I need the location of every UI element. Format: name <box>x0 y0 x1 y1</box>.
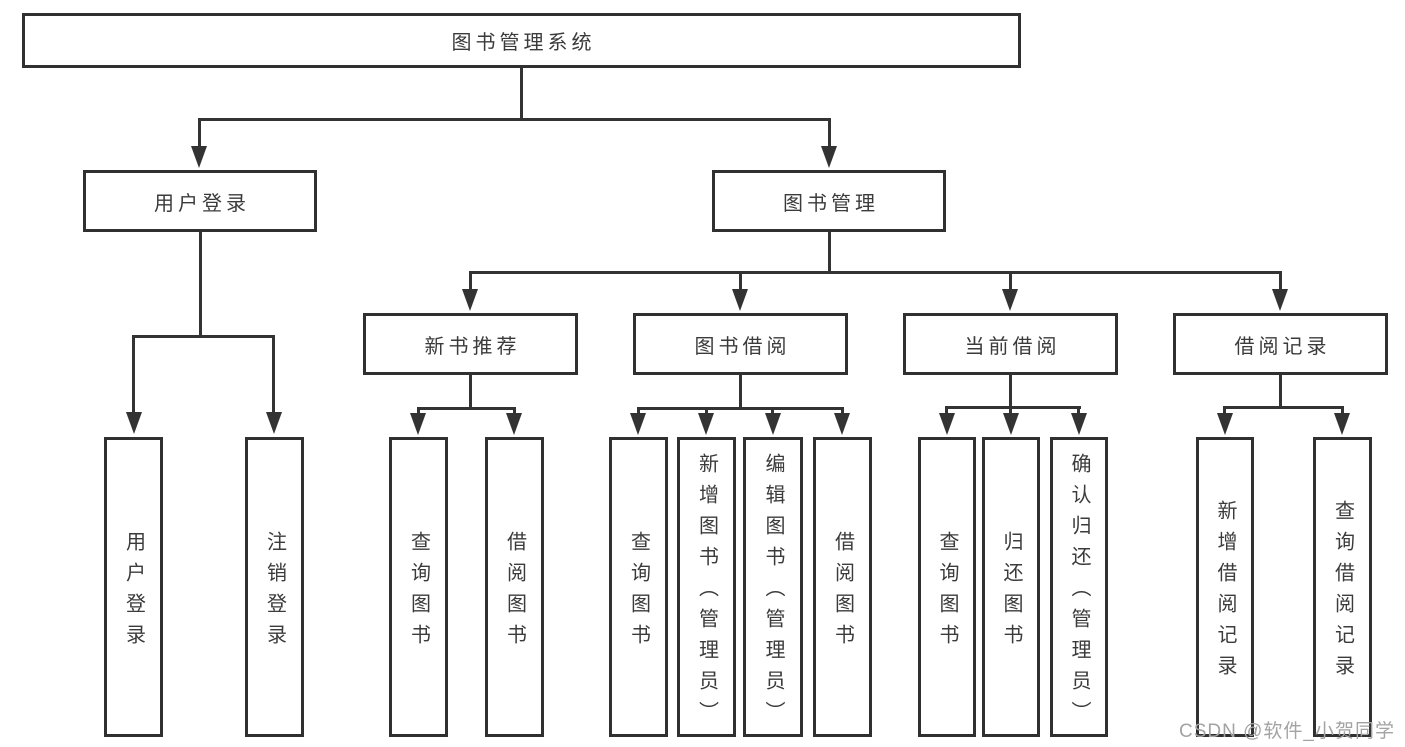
connector-line <box>1279 375 1282 406</box>
leaf-borrow-add-admin: 新增图书（管理员） <box>677 437 736 737</box>
leaf-record-add: 新增借阅记录 <box>1196 437 1254 737</box>
arrow-down-icon <box>126 412 142 434</box>
leaf-logout-label: 注销登录 <box>263 530 286 655</box>
connector-line <box>272 335 275 415</box>
node-current-borrow: 当前借阅 <box>903 313 1118 375</box>
connector-line <box>1223 406 1344 409</box>
connector-line <box>828 232 831 272</box>
connector-line <box>520 68 523 118</box>
connector-line <box>771 407 774 415</box>
connector-line <box>199 232 202 335</box>
arrow-down-icon <box>462 289 478 311</box>
connector-line <box>513 407 516 415</box>
node-book-management: 图书管理 <box>712 170 946 232</box>
arrow-down-icon <box>1002 289 1018 311</box>
leaf-record-query: 查询借阅记录 <box>1313 437 1372 737</box>
connector-line <box>469 271 1282 274</box>
node-library-system: 图书管理系统 <box>22 13 1021 68</box>
leaf-current-query: 查询图书 <box>918 437 976 737</box>
node-current-borrow-label: 当前借阅 <box>964 335 1061 358</box>
connector-line <box>945 406 1081 409</box>
connector-line <box>198 118 831 121</box>
connector-line <box>1341 406 1344 415</box>
leaf-borrow-query-label: 查询图书 <box>627 530 650 655</box>
connector-line <box>1009 406 1012 415</box>
connector-line <box>469 271 472 291</box>
leaf-record-add-label: 新增借阅记录 <box>1214 499 1236 686</box>
arrow-down-icon <box>834 413 850 435</box>
node-borrow-records-label: 借阅记录 <box>1234 335 1331 358</box>
leaf-newbook-query-label: 查询图书 <box>407 530 430 655</box>
arrow-down-icon <box>1071 413 1087 435</box>
arrow-down-icon <box>1334 413 1350 435</box>
connector-line <box>132 335 135 415</box>
leaf-newbook-borrow-label: 借阅图书 <box>503 530 526 655</box>
arrow-down-icon <box>821 146 837 168</box>
node-new-book-recommend: 新书推荐 <box>363 313 578 375</box>
connector-line <box>1077 406 1080 415</box>
leaf-current-confirm-admin: 确认归还（管理员） <box>1050 437 1108 737</box>
connector-line <box>828 118 831 148</box>
leaf-user-login-label: 用户登录 <box>122 530 145 655</box>
connector-line <box>417 407 516 410</box>
node-library-system-label: 图书管理系统 <box>451 32 596 54</box>
leaf-logout: 注销登录 <box>245 437 304 737</box>
arrow-down-icon <box>765 413 781 435</box>
connector-line <box>1223 406 1226 415</box>
connector-line <box>637 407 844 410</box>
arrow-down-icon <box>191 146 207 168</box>
leaf-record-query-label: 查询借阅记录 <box>1331 499 1354 686</box>
node-user-login-label: 用户登录 <box>154 192 250 215</box>
connector-line <box>637 407 640 415</box>
connector-line <box>945 406 948 415</box>
leaf-newbook-borrow: 借阅图书 <box>485 437 544 737</box>
leaf-borrow-query: 查询图书 <box>609 437 668 737</box>
leaf-newbook-query: 查询图书 <box>389 437 448 737</box>
leaf-borrow-borrow: 借阅图书 <box>813 437 872 737</box>
arrow-down-icon <box>1003 413 1019 435</box>
leaf-current-return: 归还图书 <box>982 437 1040 737</box>
connector-line <box>417 407 420 415</box>
connector-line <box>1279 271 1282 291</box>
connector-line <box>1009 271 1012 291</box>
node-new-book-recommend-label: 新书推荐 <box>424 335 521 358</box>
arrow-down-icon <box>1272 289 1288 311</box>
connector-line <box>132 335 275 338</box>
node-book-borrow: 图书借阅 <box>633 313 848 375</box>
leaf-borrow-edit-admin-label: 编辑图书（管理员） <box>762 453 784 732</box>
connector-line <box>739 375 742 407</box>
arrow-down-icon <box>698 413 714 435</box>
leaf-user-login: 用户登录 <box>104 437 163 737</box>
leaf-current-return-label: 归还图书 <box>1000 530 1022 655</box>
node-book-borrow-label: 图书借阅 <box>694 335 791 358</box>
arrow-down-icon <box>630 413 646 435</box>
arrow-down-icon <box>506 413 522 435</box>
csdn-watermark: CSDN @软件_小贺同学 <box>1179 721 1395 742</box>
arrow-down-icon <box>939 413 955 435</box>
node-borrow-records: 借阅记录 <box>1173 313 1388 375</box>
leaf-current-confirm-admin-label: 确认归还（管理员） <box>1068 453 1090 732</box>
connector-line <box>705 407 708 415</box>
leaf-current-query-label: 查询图书 <box>936 530 958 655</box>
arrow-down-icon <box>266 412 282 434</box>
leaf-borrow-add-admin-label: 新增图书（管理员） <box>695 453 718 732</box>
leaf-borrow-edit-admin: 编辑图书（管理员） <box>743 437 803 737</box>
connector-line <box>739 271 742 291</box>
leaf-borrow-borrow-label: 借阅图书 <box>831 530 854 655</box>
connector-line <box>198 118 201 148</box>
connector-line <box>469 375 472 407</box>
node-user-login: 用户登录 <box>83 170 317 232</box>
arrow-down-icon <box>732 289 748 311</box>
arrow-down-icon <box>1217 413 1233 435</box>
connector-line <box>1009 375 1012 406</box>
arrow-down-icon <box>410 413 426 435</box>
node-book-management-label: 图书管理 <box>783 192 879 215</box>
connector-line <box>841 407 844 415</box>
